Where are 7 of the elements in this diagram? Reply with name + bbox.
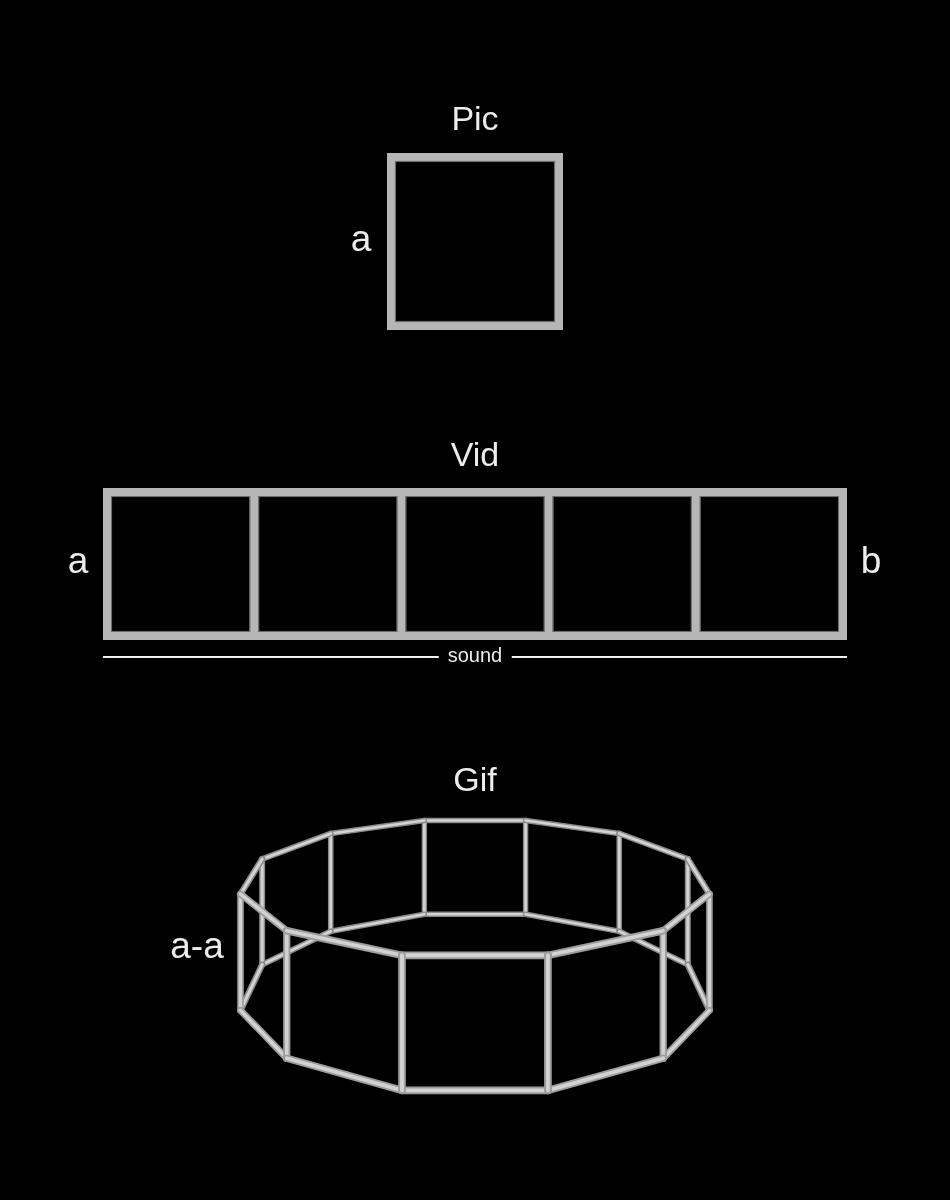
side-label: a-a bbox=[170, 925, 224, 967]
side-label: a bbox=[350, 218, 372, 260]
side-label: a bbox=[67, 540, 89, 582]
figure-title: Pic bbox=[451, 100, 499, 138]
figure-title: Vid bbox=[450, 436, 500, 474]
figure-title: Gif bbox=[453, 761, 497, 799]
side-label: b bbox=[860, 540, 882, 582]
